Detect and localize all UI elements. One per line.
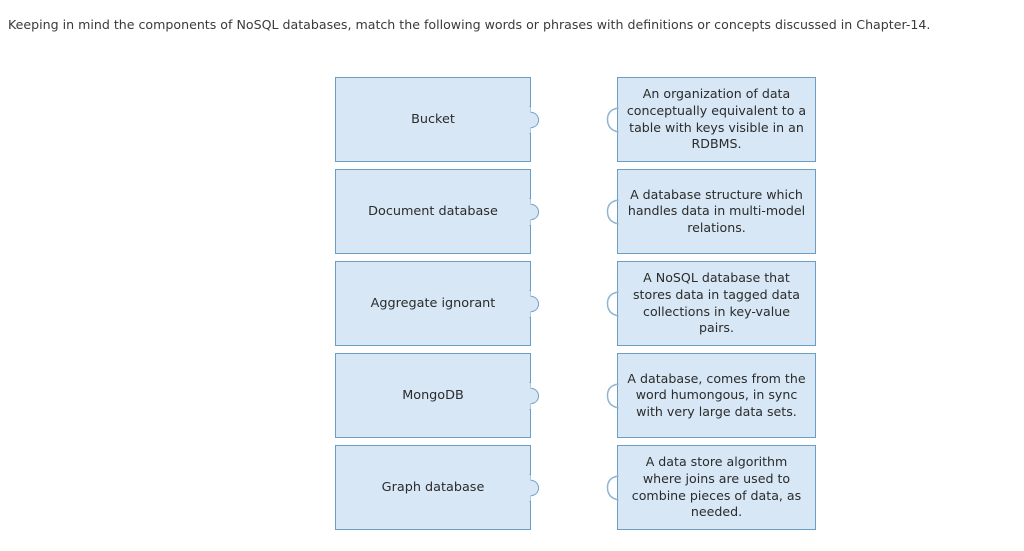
term-piece[interactable]: Graph database xyxy=(335,445,539,530)
term-piece[interactable]: Aggregate ignorant xyxy=(335,261,539,346)
definition-piece[interactable]: A NoSQL database that stores data in tag… xyxy=(606,261,816,346)
definition-label: An organization of data conceptually equ… xyxy=(626,86,807,152)
definition-piece[interactable]: A data store algorithm where joins are u… xyxy=(606,445,816,530)
term-label: Graph database xyxy=(381,480,485,495)
term-piece[interactable]: Bucket xyxy=(335,77,539,162)
term-label: Document database xyxy=(368,204,498,219)
definition-piece[interactable]: A database structure which handles data … xyxy=(606,169,816,254)
definition-label: A database structure which handles data … xyxy=(627,186,806,235)
term-label: Aggregate ignorant xyxy=(370,296,496,311)
exercise-instructions: Keeping in mind the components of NoSQL … xyxy=(8,17,931,32)
puzzle-tab-icon xyxy=(529,198,539,226)
term-piece[interactable]: Document database xyxy=(335,169,539,254)
term-label: MongoDB xyxy=(402,388,464,403)
definition-label: A database, comes from the word humongou… xyxy=(627,370,806,419)
term-piece[interactable]: MongoDB xyxy=(335,353,539,438)
definitions-column: An organization of data conceptually equ… xyxy=(606,77,816,530)
definition-label: A data store algorithm where joins are u… xyxy=(631,454,802,520)
definition-piece[interactable]: An organization of data conceptually equ… xyxy=(606,77,816,162)
terms-column: Bucket Document database Aggregate ignor… xyxy=(335,77,539,530)
definition-piece[interactable]: A database, comes from the word humongou… xyxy=(606,353,816,438)
definition-label: A NoSQL database that stores data in tag… xyxy=(632,270,801,336)
puzzle-tab-icon xyxy=(529,474,539,502)
puzzle-tab-icon xyxy=(529,106,539,134)
puzzle-tab-icon xyxy=(529,382,539,410)
term-label: Bucket xyxy=(411,112,455,127)
puzzle-tab-icon xyxy=(529,290,539,318)
